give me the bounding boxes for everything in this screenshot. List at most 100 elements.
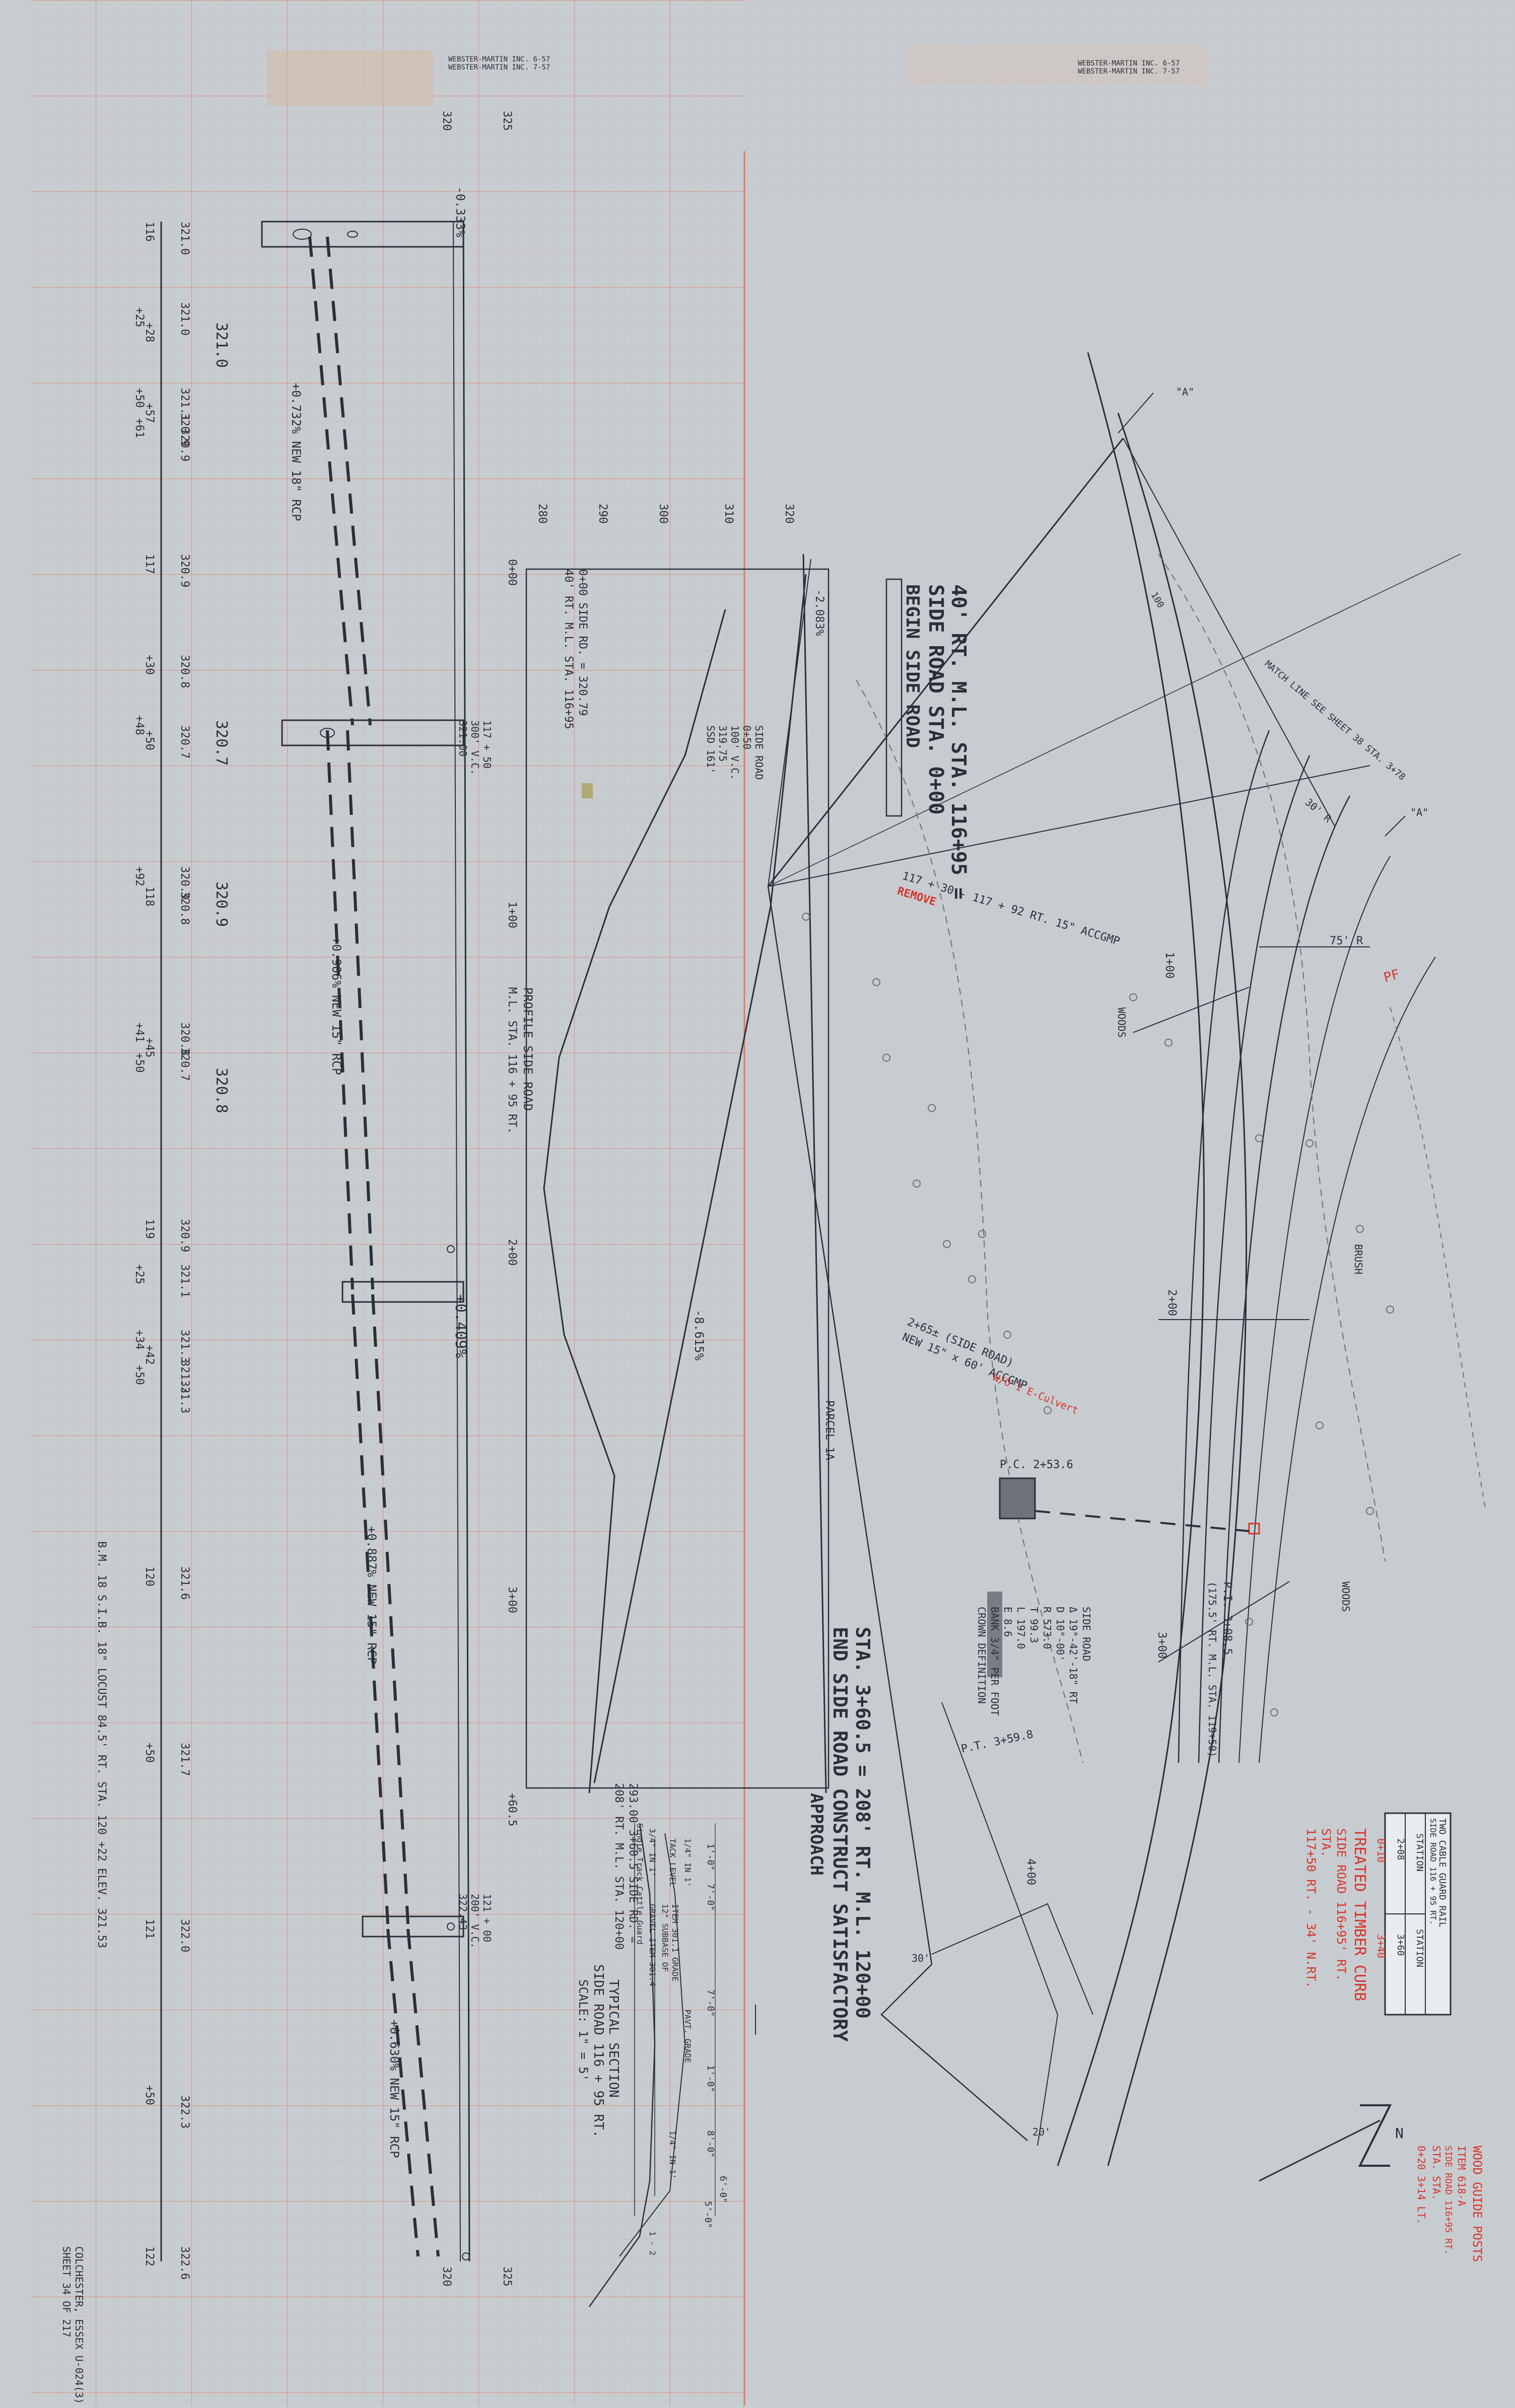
station-label: 119 [143, 1219, 156, 1239]
elevation-label: 320.9 [178, 1219, 191, 1252]
timber-curb-sta: STA. [1319, 1828, 1333, 1857]
elevation-label: 321.3 [178, 1380, 191, 1413]
guide-post-sta: STA. STA. [1430, 2146, 1442, 2200]
tangent-line-1 [767, 438, 1124, 887]
pvi-mark-3 [462, 2252, 470, 2260]
elev-note-1: 321.0 [213, 322, 230, 368]
elev-label-325-top: 325 [501, 111, 513, 131]
guard-table-r2c2: 3+40 [1375, 1934, 1387, 1958]
pipe-label-1: +0.732% NEW 18" RCP [289, 383, 303, 521]
section-arrow-a [1118, 392, 1154, 434]
pipe-label-3: +0.887% NEW 15" RCP [365, 1526, 379, 1665]
firm-stamp-right-2: WEBSTER-MARTIN INC. 7-57 [1078, 67, 1180, 76]
station-label: +41 [133, 1022, 146, 1043]
side-elev-290: 290 [596, 504, 609, 524]
side-road-profile: 280 290 300 310 320 0+00 1+00 2+00 3+00 … [457, 504, 830, 1950]
main-road-edge-2 [1107, 412, 1248, 2166]
pipe-15a-lower [346, 730, 374, 1290]
firm-stamp-left-2: WEBSTER-MARTIN INC. 7-57 [448, 63, 550, 72]
side-start-note-1: 0+00 SIDE RD. = 320.79 [576, 569, 589, 716]
curve-data-line: T 99.3 [1028, 1607, 1040, 1643]
grid-major [30, 0, 745, 2406]
elevation-label: 321.3 [178, 1360, 191, 1393]
tree-dot [978, 1230, 986, 1238]
tree-dot [913, 1180, 921, 1188]
side-elev-280: 280 [536, 504, 548, 524]
tape-stain-right [907, 45, 1209, 86]
station-label: 121 [143, 1919, 156, 1939]
guard-table-r2c1: 0+10 [1375, 1838, 1387, 1863]
pipe-15b-upper [351, 1294, 389, 1924]
tree-dot [1245, 1618, 1253, 1626]
station-label: +50 [143, 1743, 156, 1763]
pipe-18-lower [326, 236, 372, 726]
culvert-headwall [999, 1477, 1036, 1520]
side-end-note-2: 208' RT. M.L. STA. 120+00 [612, 1783, 625, 1950]
station-label: +45 [143, 1038, 156, 1058]
vc1-line: 0+50 [741, 725, 753, 749]
begin-side-road-2: SIDE ROAD STA. 0+00 [924, 584, 947, 815]
pc-label: P.C. 2+53.6 [1000, 1459, 1073, 1471]
side-sta-end: +60.5 [506, 1793, 518, 1826]
side-profile-subtitle: M.L. STA. 116 + 95 RT. [506, 987, 518, 1134]
tree-dot [1164, 1039, 1173, 1047]
tree-dot [1366, 1507, 1374, 1515]
guard-table-h2: STATION [1414, 1929, 1425, 1967]
end-side-road-2: END SIDE ROAD CONSTRUCT SATISFACTORY [829, 1627, 851, 2042]
station-label: +50 [133, 1365, 146, 1385]
benchmark-note: B.M. 18 S.I.B. 18" LOCUST 84.5' RT. STA.… [95, 1541, 108, 1948]
pipe-15c-lower [406, 1929, 440, 2257]
station-label: +30 [143, 655, 156, 675]
station-label: +50 [143, 2085, 156, 2105]
section-dim: 7'-0" [705, 1989, 716, 2017]
station-label: +25 [133, 307, 146, 327]
elevation-labels: 321.0321.0321.1320.9320.9320.9320.8320.7… [178, 222, 191, 2280]
existing-contour-1 [856, 679, 1083, 1763]
curve-data-line: BANK 3/4" PER FOOT [989, 1607, 1001, 1716]
section-note: 3/4" IN 1' [648, 1828, 657, 1877]
elevation-label: 320.9 [178, 413, 191, 446]
section-note: ITEM 301.1 GRADE [670, 1904, 680, 1981]
tree-dot [1386, 1305, 1394, 1314]
end-tie [880, 1964, 1028, 2141]
pi-line [1158, 1581, 1290, 1663]
begin-side-road-3: BEGIN SIDE ROAD [902, 584, 923, 748]
section-scale: SCALE: 1" = 5' [576, 1979, 590, 2081]
guard-table-sub: SIDE ROAD 116 + 95 RT. [1428, 1818, 1438, 1925]
timber-curb-range: 117+50 RT. - 34' N.RT. [1304, 1828, 1318, 1988]
section-note: 1/4" IN 1' [683, 1838, 693, 1887]
side-sta-3: 3+00 [506, 1587, 518, 1613]
row-end-line [1037, 2014, 1058, 2146]
firm-stamp-right-1: WEBSTER-MARTIN INC. 6-57 [1078, 59, 1180, 67]
section-note: 12" SUBBASE OF [660, 1904, 670, 1972]
elev-label-320-bottom: 320 [440, 2266, 453, 2287]
side-road-curve-5 [1259, 956, 1436, 1763]
section-dim: 5'-0" [703, 2201, 713, 2228]
plan-sta-4: 4+00 [1024, 1859, 1037, 1885]
station-label: 116 [143, 222, 156, 242]
elevation-label: 320.7 [178, 725, 191, 759]
tree-dot [1305, 1139, 1314, 1147]
catch-basin-4 [362, 1915, 464, 1938]
side-elev-310: 310 [722, 504, 735, 524]
offset-75: 75' R [1330, 935, 1363, 947]
section-dim: 1'-0" [705, 2065, 716, 2092]
guard-table-r1c2: 3+60 [1395, 1934, 1406, 1956]
guide-post-title: WOOD GUIDE POSTS [1470, 2146, 1484, 2262]
pipe-end-1 [293, 229, 312, 240]
guard-table-title: TWO CABLE GUARD RAIL [1437, 1818, 1448, 1928]
plan-sta-3: 3+00 [1155, 1632, 1168, 1659]
road-grade-line [462, 221, 470, 2262]
station-label: +57 [143, 403, 156, 423]
tangent-line-3 [768, 554, 1461, 887]
tree-dot [1044, 1406, 1052, 1414]
side-road-curve-3 [1218, 795, 1351, 1763]
section-dims: 1'-0"7'-0"7'-0"1'-0"8'-0"6'-0"5'-0"Singl… [635, 1823, 728, 2255]
guard-table-h1: STATION [1414, 1833, 1425, 1872]
stain [582, 783, 593, 798]
end-side-road-3: APPROACH [806, 1793, 827, 1876]
side-start-note-2: 40' RT. M.L. STA. 116+95 [562, 569, 575, 729]
